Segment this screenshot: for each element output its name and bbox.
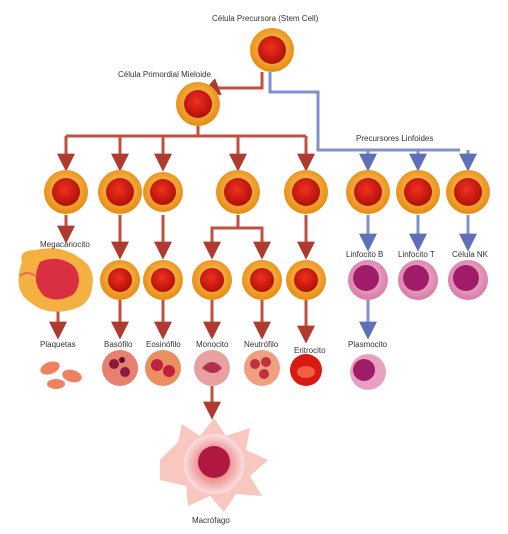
megakaryocyte-label: Megacariocito bbox=[40, 240, 90, 249]
macrophage-label: Macrófago bbox=[192, 516, 230, 525]
platelets bbox=[39, 359, 84, 389]
platelets-label: Plaquetas bbox=[40, 340, 76, 349]
megakaryocyte-cell bbox=[18, 248, 92, 312]
stem-cell-label: Célula Precursora (Stem Cell) bbox=[212, 14, 318, 23]
stem-cell bbox=[250, 28, 294, 72]
progenitor-row bbox=[44, 170, 490, 214]
mature-cells-row bbox=[102, 350, 386, 390]
basophil-label: Basófilo bbox=[104, 340, 132, 349]
plasmocyte-label: Plasmocito bbox=[348, 340, 387, 349]
nk-cell-label: Célula NK bbox=[452, 250, 488, 259]
lymphocyte-b-label: Linfocito B bbox=[346, 250, 383, 259]
monocyte-label: Monocito bbox=[196, 340, 228, 349]
lymphocyte-row bbox=[348, 260, 488, 300]
myeloid-progenitor-label: Célula Primordial Mieloide bbox=[118, 70, 211, 79]
macrophage-cell bbox=[160, 418, 268, 512]
myeloid-progenitor-cell bbox=[176, 82, 220, 126]
intermediate-row bbox=[100, 260, 326, 300]
lymphoid-precursors-label: Precursores Linfoides bbox=[356, 134, 433, 143]
lymphocyte-t-label: Linfocito T bbox=[398, 250, 435, 259]
erythrocyte-label: Eritrocito bbox=[294, 346, 326, 355]
neutrophil-label: Neutrófilo bbox=[244, 340, 278, 349]
eosinophil-label: Eosinófilo bbox=[146, 340, 181, 349]
